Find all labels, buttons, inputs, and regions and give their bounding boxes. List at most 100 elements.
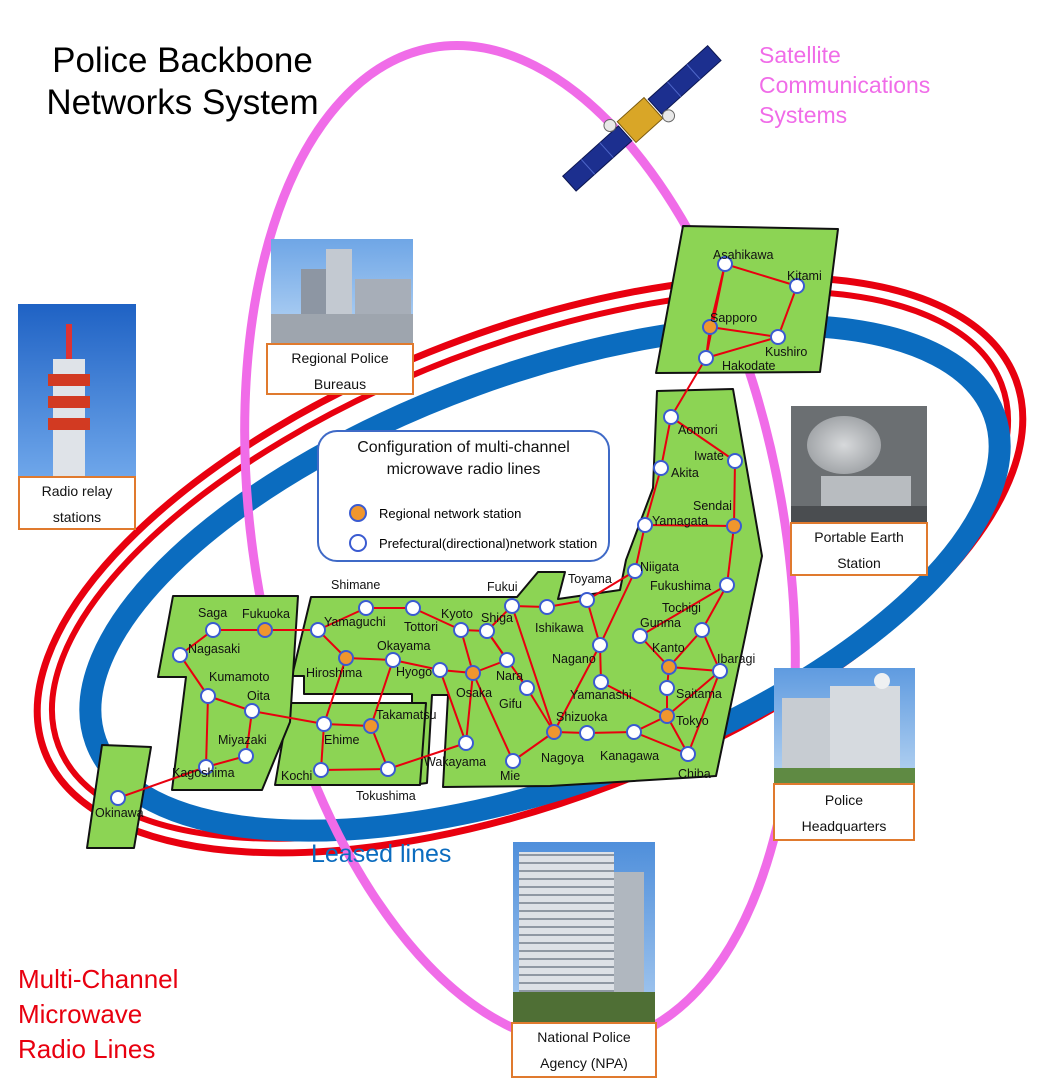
link-niigata-nagano: [599, 570, 636, 646]
npa-line-2: Agency (NPA): [540, 1055, 628, 1071]
npa-line-1: National Police: [537, 1029, 631, 1045]
satellite-label: Satellite Communications Systems: [759, 40, 930, 130]
link-tokushima-wakayama: [387, 742, 467, 770]
link-nagasaki-kumamoto: [179, 654, 209, 697]
microwave-label: Multi-Channel Microwave Radio Lines: [18, 962, 178, 1067]
station-miyazaki: [238, 748, 254, 764]
link-shimane-yamaguchi: [317, 607, 367, 631]
leased-lines-label: Leased lines: [311, 840, 452, 868]
station-nagasaki: [172, 647, 188, 663]
station-label-nagano: Nagano: [552, 652, 596, 666]
station-label-kochi: Kochi: [281, 769, 312, 783]
station-label-kumamoto: Kumamoto: [209, 670, 269, 684]
link-asahikawa-kitami: [724, 263, 798, 287]
station-label-oita: Oita: [247, 689, 270, 703]
link-ibaragi-tokyo: [666, 670, 721, 717]
link-kumamoto-kagoshima: [205, 695, 209, 768]
station-kanagawa: [626, 724, 642, 740]
microwave-label-line-1: Multi-Channel: [18, 964, 179, 994]
link-fukushima-tochigi: [701, 584, 728, 631]
link-akita-yamagata: [644, 467, 662, 526]
station-label-hiroshima: Hiroshima: [306, 666, 362, 680]
diagram-title: Police Backbone Networks System: [20, 40, 345, 124]
station-ehime: [316, 716, 332, 732]
link-okayama-takamatsu: [370, 659, 394, 727]
station-shiga: [479, 623, 495, 639]
station-tottori: [405, 600, 421, 616]
station-tokyo: [659, 708, 675, 724]
regional-bureaus-photo: [271, 239, 413, 343]
microwave-label-line-3: Radio Lines: [18, 1034, 156, 1064]
station-gunma: [632, 628, 648, 644]
link-kagoshima-okinawa: [117, 766, 207, 799]
satellite-icon: [562, 44, 722, 192]
station-label-okayama: Okayama: [377, 639, 431, 653]
radio-relay-line-2: stations: [52, 509, 102, 525]
npa-caption: National Police Agency (NPA): [511, 1022, 657, 1078]
station-label-mie: Mie: [500, 769, 520, 783]
link-iwate-sendai: [733, 460, 736, 527]
link-nagoya-gifu: [526, 687, 555, 733]
station-label-saga: Saga: [198, 606, 227, 620]
station-kanto: [661, 659, 677, 675]
station-label-kagoshima: Kagoshima: [172, 766, 235, 780]
station-label-fukuoka: Fukuoka: [242, 607, 290, 621]
station-label-akita: Akita: [671, 466, 699, 480]
station-label-shimane: Shimane: [331, 578, 380, 592]
link-aomori-iwate: [670, 416, 736, 462]
station-label-fukui: Fukui: [487, 580, 518, 594]
station-label-nagasaki: Nagasaki: [188, 642, 240, 656]
link-kanto-ibaragi: [668, 666, 721, 672]
station-label-aomori: Aomori: [678, 423, 718, 437]
station-label-chiba: Chiba: [678, 767, 711, 781]
station-label-ibaragi: Ibaragi: [717, 652, 755, 666]
station-mie: [505, 753, 521, 769]
radio-relay-caption: Radio relay stations: [18, 476, 136, 530]
link-kanagawa-chiba: [633, 731, 689, 755]
station-ishikawa: [539, 599, 555, 615]
title-line-1: Police Backbone: [52, 41, 313, 80]
station-sapporo: [702, 319, 718, 335]
station-okinawa: [110, 790, 126, 806]
legend-item-regional: Regional network station: [349, 504, 521, 522]
station-saga: [205, 622, 221, 638]
land-hokkaido: [655, 225, 839, 374]
station-shimane: [358, 600, 374, 616]
station-fukuoka: [257, 622, 273, 638]
station-nagano: [592, 637, 608, 653]
link-kyoto-tottori: [412, 607, 462, 631]
link-oita-ehime: [251, 710, 325, 725]
satellite-label-line-2: Communications: [759, 72, 931, 98]
land-honshu: [291, 388, 763, 788]
portable-earth-photo: [791, 406, 927, 522]
station-label-yamanashi: Yamanashi: [570, 688, 632, 702]
link-hyogo-wakayama: [439, 669, 467, 744]
station-label-yamaguchi: Yamaguchi: [324, 615, 386, 629]
legend-title-line-1: Configuration of multi-channel: [357, 439, 570, 456]
link-kochi-tokushima: [320, 768, 389, 771]
station-tokushima: [380, 761, 396, 777]
legend-title-line-2: microwave radio lines: [386, 461, 541, 478]
station-label-gunma: Gunma: [640, 616, 681, 630]
station-yamaguchi: [310, 622, 326, 638]
station-label-kanagawa: Kanagawa: [600, 749, 659, 763]
title-line-2: Networks System: [46, 83, 319, 122]
station-label-fukushima: Fukushima: [650, 579, 711, 593]
station-fukui: [504, 598, 520, 614]
station-kushiro: [770, 329, 786, 345]
station-label-kanto: Kanto: [652, 641, 685, 655]
station-hyogo: [432, 662, 448, 678]
station-nagoya: [546, 724, 562, 740]
link-yamanashi-tokyo: [600, 681, 668, 717]
legend-box: Configuration of multi-channel microwave…: [317, 430, 610, 562]
station-kitami: [789, 278, 805, 294]
microwave-label-line-2: Microwave: [18, 999, 143, 1029]
link-nagoya-mie: [512, 731, 555, 762]
regional-bureaus-line-1: Regional Police: [291, 350, 389, 366]
link-osaka-wakayama: [465, 672, 474, 744]
legend-regional-label: Regional network station: [379, 505, 522, 521]
satellite-label-line-1: Satellite: [759, 42, 841, 68]
station-label-tokushima: Tokushima: [356, 789, 416, 803]
station-sendai: [726, 518, 742, 534]
satellite-label-line-3: Systems: [759, 102, 848, 128]
